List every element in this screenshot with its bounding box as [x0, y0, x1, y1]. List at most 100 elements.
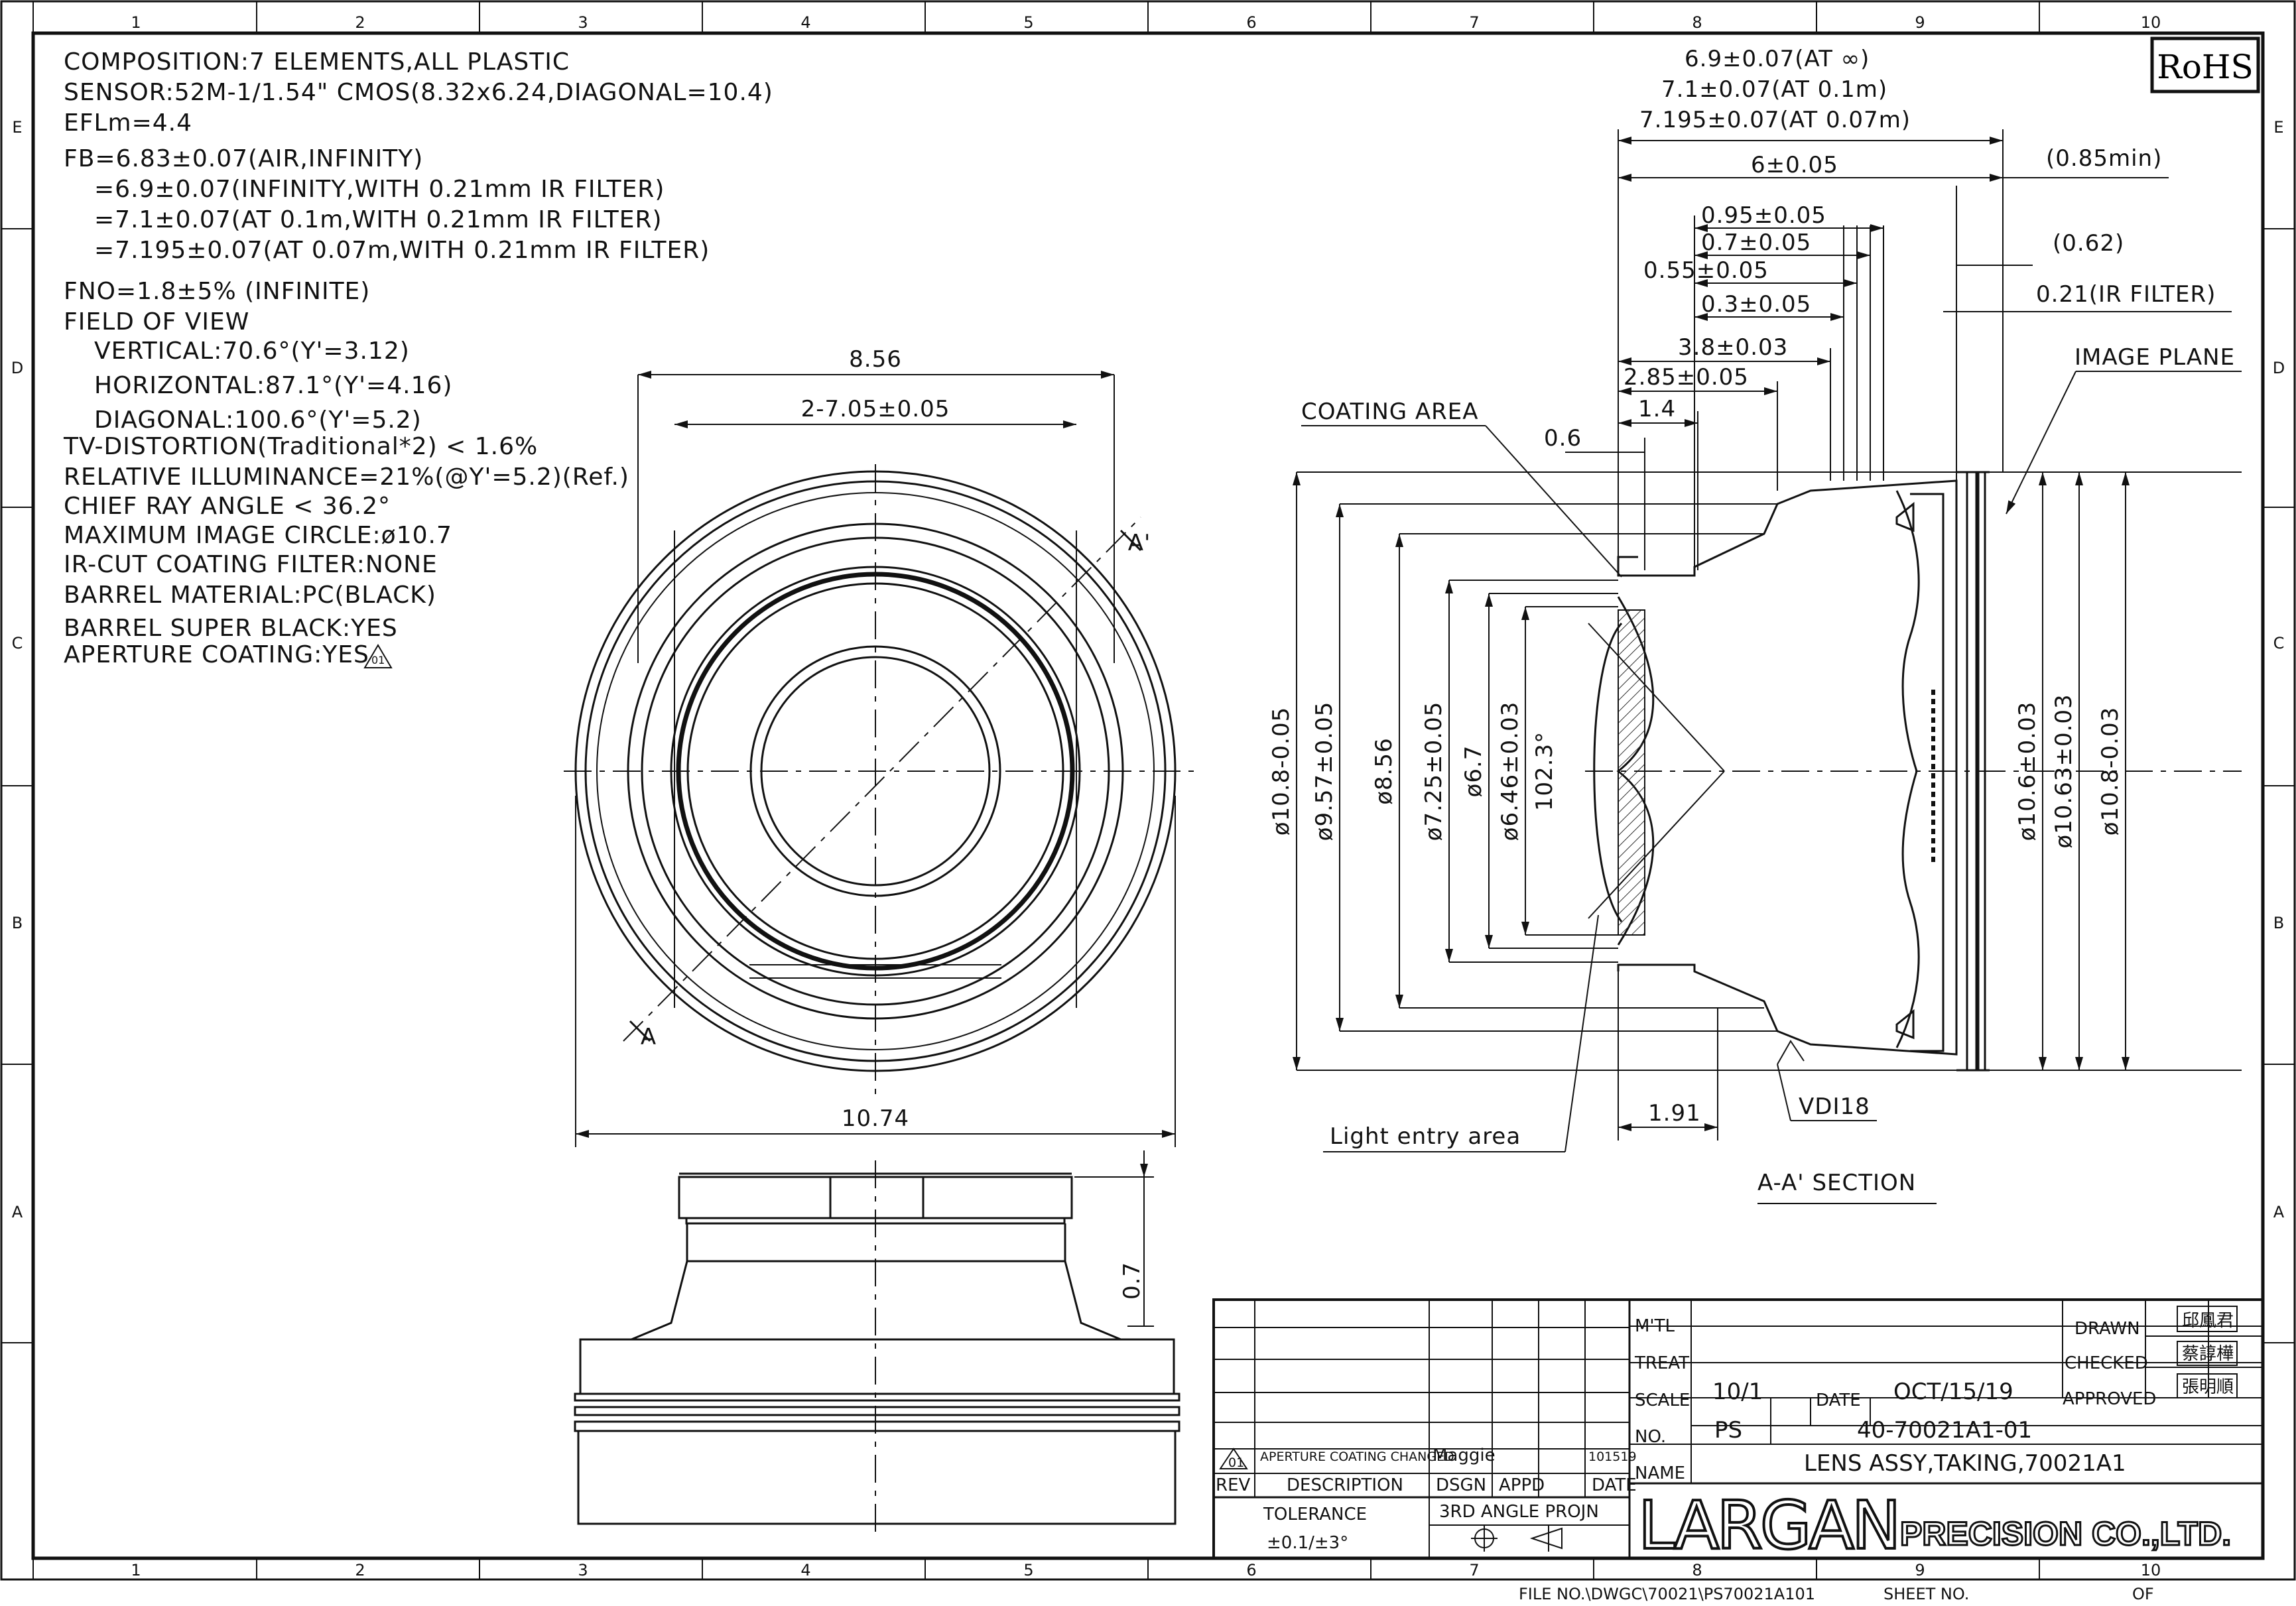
part-name: LENS ASSY,TAKING,70021A1	[1804, 1450, 2126, 1477]
dim-dia-8-56: ø8.56	[1371, 737, 1397, 805]
spec-illuminance: RELATIVE ILLUMINANCE=21%(@Y'=5.2)(Ref.)	[64, 463, 629, 491]
label-coating-area: COATING AREA	[1301, 399, 1479, 425]
sheet-number: SHEET NO.	[1883, 1585, 1969, 1603]
zone-row: C	[2273, 634, 2285, 652]
rev-date: 101519	[1588, 1450, 1637, 1464]
zone-row: B	[12, 914, 23, 932]
zone-col: 6	[1246, 1561, 1256, 1579]
dim-dia-7-25: ø7.25±0.05	[1421, 702, 1447, 841]
dim-2-7-05: 2-7.05±0.05	[801, 396, 950, 422]
rohs-label: RoHS	[2157, 48, 2254, 86]
dim-0-6: 0.6	[1544, 425, 1582, 452]
spec-fb-0-1m: =7.1±0.07(AT 0.1m,WITH 0.21mm IR FILTER)	[94, 206, 663, 233]
file-number: FILE NO.\DWGC\70021\PS70021A101	[1519, 1585, 1815, 1603]
zone-col: 2	[355, 13, 365, 32]
dim-1-91: 1.91	[1648, 1100, 1701, 1127]
section-labels: 6.9±0.07(AT ∞) 7.1±0.07(AT 0.1m) 7.195±0…	[1301, 46, 2235, 1196]
approved-signature: 張明順	[2182, 1377, 2234, 1397]
spec-sensor: SENSOR:52M-1/1.54" CMOS(8.32x6.24,DIAGON…	[64, 79, 773, 106]
zone-row: D	[11, 359, 23, 377]
checked-signature: 蔡諄樺	[2182, 1344, 2234, 1364]
name-label: NAME	[1635, 1463, 1685, 1483]
revision-number: 01	[371, 654, 385, 666]
footer: FILE NO.\DWGC\70021\PS70021A101 SHEET NO…	[1519, 1585, 2154, 1603]
zone-col: 4	[800, 13, 810, 32]
spec-fov-horizontal: HORIZONTAL:87.1°(Y'=4.16)	[94, 372, 453, 399]
zone-col: 1	[131, 13, 141, 32]
tolerance-value: ±0.1/±3°	[1267, 1533, 1348, 1553]
front-view	[564, 371, 1200, 1147]
zone-col: 3	[578, 13, 588, 32]
label-light-entry-area: Light entry area	[1330, 1123, 1521, 1150]
dim-top-3: 7.195±0.07(AT 0.07m)	[1639, 107, 1911, 133]
zone-col: 10	[2141, 1561, 2161, 1579]
drawn-label: DRAWN	[2074, 1319, 2140, 1339]
section-title: A-A' SECTION	[1757, 1170, 1916, 1196]
spec-efl: EFLm=4.4	[64, 109, 192, 137]
dim-angle-102-3: 102.3°	[1531, 731, 1558, 811]
dim-0-55: 0.55±0.05	[1643, 257, 1769, 284]
spec-fb-infinity: =6.9±0.07(INFINITY,WITH 0.21mm IR FILTER…	[94, 176, 665, 203]
zone-col: 3	[578, 1561, 588, 1579]
zone-col: 8	[1692, 13, 1702, 32]
dim-6: 6±0.05	[1751, 152, 1838, 178]
spec-fno: FNO=1.8±5% (INFINITE)	[64, 278, 371, 305]
revision-triangle-icon: 01	[363, 643, 393, 670]
header-date: DATE	[1592, 1475, 1637, 1495]
dim-0-85min: (0.85min)	[2046, 145, 2162, 172]
dim-10-74: 10.74	[842, 1105, 909, 1132]
dim-top-1: 6.9±0.07(AT ∞)	[1685, 46, 1870, 72]
zone-col: 9	[1915, 13, 1925, 32]
spec-chief-ray: CHIEF RAY ANGLE < 36.2°	[64, 493, 391, 520]
checked-label: CHECKED	[2065, 1353, 2148, 1373]
zone-row: A	[2273, 1203, 2285, 1221]
rohs-badge: RoHS	[2150, 36, 2260, 93]
approved-label: APPROVED	[2063, 1389, 2156, 1409]
zone-col: 8	[1692, 1561, 1702, 1579]
zone-col: 4	[800, 1561, 810, 1579]
mtl-label: M'TL	[1635, 1316, 1675, 1336]
largan-wordmark: LARGAN	[1638, 1487, 1899, 1564]
zone-col: 5	[1023, 13, 1033, 32]
no-prefix: PS	[1714, 1417, 1742, 1444]
dim-dia-10-63: ø10.63±0.03	[2051, 694, 2077, 848]
dim-dia-10-6: ø10.6±0.03	[2014, 702, 2041, 841]
spec-image-circle: MAXIMUM IMAGE CIRCLE:ø10.7	[64, 522, 452, 549]
spec-fb: FB=6.83±0.07(AIR,INFINITY)	[64, 145, 424, 172]
header-dsgn: DSGN	[1436, 1475, 1486, 1495]
company-suffix: PRECISION CO.,LTD.	[1900, 1515, 2231, 1552]
rev-designer: Maggie	[1433, 1446, 1496, 1465]
scale-value: 10/1	[1712, 1379, 1763, 1405]
company-logo: LARGAN PRECISION CO.,LTD.	[1637, 1485, 2232, 1566]
dim-0-95: 0.95±0.05	[1701, 202, 1826, 229]
zone-col: 10	[2141, 13, 2161, 32]
sheet-of: OF	[2132, 1585, 2154, 1603]
zone-row: A	[12, 1203, 23, 1221]
section-mark-a-prime: A'	[1128, 530, 1151, 556]
dim-dia-10-8-right: ø10.8-0.03	[2097, 707, 2124, 835]
date-label: DATE	[1816, 1390, 1861, 1410]
drawn-signature: 邱鳳君	[2182, 1311, 2234, 1331]
spec-composition: COMPOSITION:7 ELEMENTS,ALL PLASTIC	[64, 48, 570, 76]
zone-row: E	[2273, 118, 2283, 137]
dim-0-7: 0.7±0.05	[1701, 229, 1811, 256]
spec-barrel-material: BARREL MATERIAL:PC(BLACK)	[64, 582, 436, 609]
header-appd: APPD	[1499, 1475, 1545, 1495]
dim-0-21-ir-filter: 0.21(IR FILTER)	[2036, 281, 2216, 308]
zone-row: D	[2273, 359, 2285, 377]
zone-col: 9	[1915, 1561, 1925, 1579]
section-view	[1293, 129, 2242, 1204]
tolerance-label: TOLERANCE	[1263, 1505, 1367, 1524]
treat-label: TREAT	[1634, 1353, 1689, 1373]
dim-2-85: 2.85±0.05	[1624, 364, 1749, 391]
date-value: OCT/15/19	[1893, 1379, 2013, 1405]
rev-mark: 01	[1228, 1455, 1244, 1470]
spec-super-black: BARREL SUPER BLACK:YES	[64, 615, 398, 642]
dim-0-62: (0.62)	[2053, 230, 2124, 257]
zone-col: 1	[131, 1561, 141, 1579]
label-image-plane: IMAGE PLANE	[2074, 344, 2235, 371]
title-block-text: 01 APERTURE COATING CHANGED Maggie 10151…	[1216, 1316, 2156, 1553]
section-vertical-labels: ø10.8-0.05 ø9.57±0.05 ø8.56 ø7.25±0.05 ø…	[1268, 694, 2124, 848]
